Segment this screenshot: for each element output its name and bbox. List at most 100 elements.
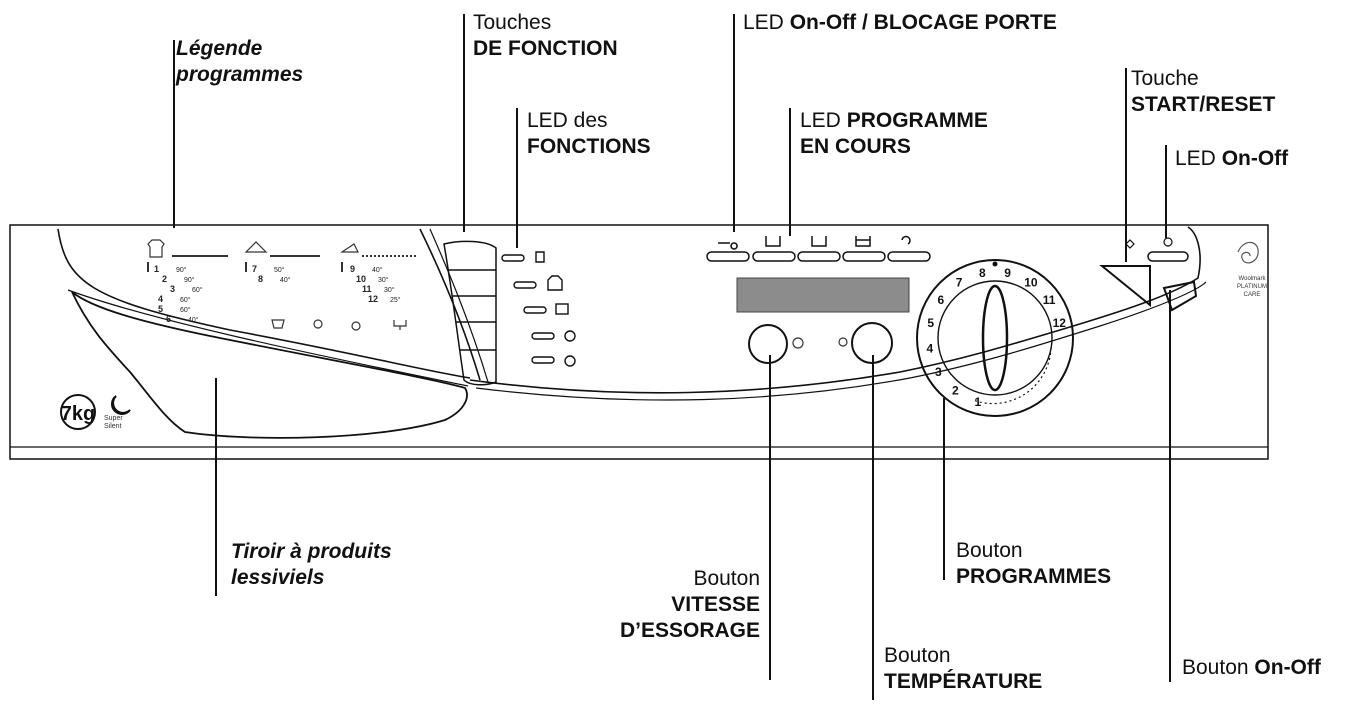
prewash-icon — [271, 319, 285, 329]
program-led-label: LED PROGRAMME EN COURS — [800, 108, 988, 160]
programs-knob-label-pre: Bouton — [956, 539, 1023, 562]
function-leds-label: LED des FONCTIONS — [527, 108, 651, 160]
legend-row-number: 4 — [158, 294, 163, 304]
legend-label-line1: Légende — [176, 37, 263, 60]
onoff-led-label-bold: On-Off — [1221, 147, 1289, 170]
onoff-button-shape[interactable] — [1162, 280, 1198, 312]
legend-row-number: 10 — [356, 274, 366, 284]
woolmark-text-3: CARE — [1244, 292, 1261, 298]
shirt-icon — [547, 275, 563, 291]
legend-row-temp: 30° — [384, 286, 395, 294]
function-keys-label-pre: Touches — [473, 11, 552, 34]
svg-text:Silent: Silent — [104, 423, 122, 430]
dial-number: 3 — [935, 365, 942, 379]
rinse-phase-icon — [811, 236, 827, 247]
legend-row-number: 9 — [350, 264, 355, 274]
function-leds-label-pre: LED des — [527, 109, 608, 132]
spin-knob-label-bold1: VITESSE — [671, 593, 760, 616]
cotton-icon — [147, 239, 165, 258]
program-legend — [147, 239, 418, 331]
dial-number: 10 — [1024, 276, 1038, 290]
dial-number: 11 — [1043, 293, 1056, 307]
delay-icon — [564, 355, 576, 367]
dial-number: 1 — [975, 395, 982, 409]
legend-row-number: 7 — [252, 264, 257, 274]
super-silent-logo: Super Silent — [104, 395, 131, 430]
svg-text:Super: Super — [104, 415, 123, 422]
legend-row-number: 5 — [158, 304, 163, 314]
programs-dial[interactable] — [916, 259, 1074, 417]
dial-number: 8 — [979, 266, 986, 280]
legend-row-temp: 40° — [372, 266, 383, 274]
start-key-label: Touche START/RESET — [1131, 66, 1275, 118]
leader-lines — [173, 14, 1171, 700]
door-led-label-pre: LED — [743, 11, 790, 34]
spin-knob-label-pre: Bouton — [693, 567, 760, 590]
function-leds — [501, 251, 576, 367]
dial-number: 2 — [952, 384, 959, 398]
dial-number: 6 — [938, 293, 945, 307]
capacity-logo: 7kg — [60, 394, 96, 430]
legend-row-temp: 90° — [176, 266, 187, 274]
onoff-led-label-pre: LED — [1175, 147, 1222, 170]
drawer-label: Tiroir à produits lessiviels — [231, 539, 392, 591]
onoff-led-label: LED On-Off — [1175, 146, 1288, 172]
woolmark-text-2: PLATINUM — [1237, 284, 1267, 290]
onoff-button-label-pre: Bouton — [1182, 656, 1255, 679]
legend-row-temp: 50° — [274, 266, 285, 274]
stain-icon — [535, 251, 545, 263]
legend-row-temp: 40° — [280, 276, 291, 284]
dial-number: 12 — [1053, 316, 1067, 330]
spin-knob-label-bold2: D’ESSORAGE — [619, 619, 760, 642]
function-keys-label: Touches DE FONCTION — [473, 10, 618, 62]
legend-label-line2: programmes — [176, 63, 304, 86]
drawer-label-line1: Tiroir à produits — [231, 540, 392, 563]
onoff-button-label: Bouton On-Off — [1182, 655, 1321, 681]
temp-knob-label-bold: TEMPÉRATURE — [884, 670, 1043, 693]
legend-row-temp: 25° — [390, 296, 401, 304]
softener-phase-icon — [855, 236, 871, 247]
onoff-button-label-bold: On-Off — [1254, 656, 1321, 679]
function-keys-label-bold: DE FONCTION — [473, 37, 618, 60]
function-keys — [443, 240, 497, 386]
programs-knob-label: Bouton PROGRAMMES — [956, 538, 1111, 590]
legend-row-number: 8 — [258, 274, 263, 284]
temperature-knob[interactable] — [851, 322, 893, 364]
display-window — [736, 277, 910, 313]
woolmark-logo — [1237, 241, 1259, 264]
svg-text:7kg: 7kg — [61, 403, 95, 425]
door-lock-icon — [718, 242, 738, 250]
legend-row-temp: 60° — [180, 296, 191, 304]
start-icon — [1125, 239, 1135, 249]
panel-outline — [9, 224, 1269, 460]
timer-icon — [564, 330, 576, 342]
door-led-label-bold: On-Off / BLOCAGE PORTE — [789, 11, 1057, 34]
legend-row-number: 12 — [368, 294, 378, 304]
legend-row-number: 3 — [170, 284, 175, 294]
drawer-label-line2: lessiviels — [231, 566, 325, 589]
program-led-label-pre: LED — [800, 109, 847, 132]
legend-row-number: 6 — [166, 314, 171, 324]
start-reset-key[interactable] — [1099, 265, 1151, 308]
legend-row-temp: 30° — [378, 276, 389, 284]
drain-icon — [393, 320, 407, 330]
programs-knob-label-bold: PROGRAMMES — [956, 565, 1112, 588]
legend-row-temp: 40° — [188, 316, 199, 324]
function-leds-label-bold: FONCTIONS — [527, 135, 651, 158]
dial-number: 9 — [1004, 266, 1011, 280]
program-led-label-bold2: EN COURS — [800, 135, 911, 158]
door-led-label: LED On-Off / BLOCAGE PORTE — [743, 10, 1057, 36]
dial-pointer — [981, 284, 1009, 392]
spin-knob-label: Bouton VITESSE D’ESSORAGE — [620, 566, 760, 644]
rinse-icon — [351, 321, 361, 331]
legend-row-temp: 60° — [192, 286, 203, 294]
wash-phase-icon — [765, 236, 781, 247]
temp-knob-label-pre: Bouton — [884, 644, 951, 667]
legend-row-number: 1 — [154, 264, 159, 274]
start-key-label-bold: START/RESET — [1131, 93, 1276, 116]
spin-speed-knob[interactable] — [748, 324, 788, 364]
temperature-icon — [838, 337, 848, 347]
program-led-label-bold1: PROGRAMME — [846, 109, 988, 132]
